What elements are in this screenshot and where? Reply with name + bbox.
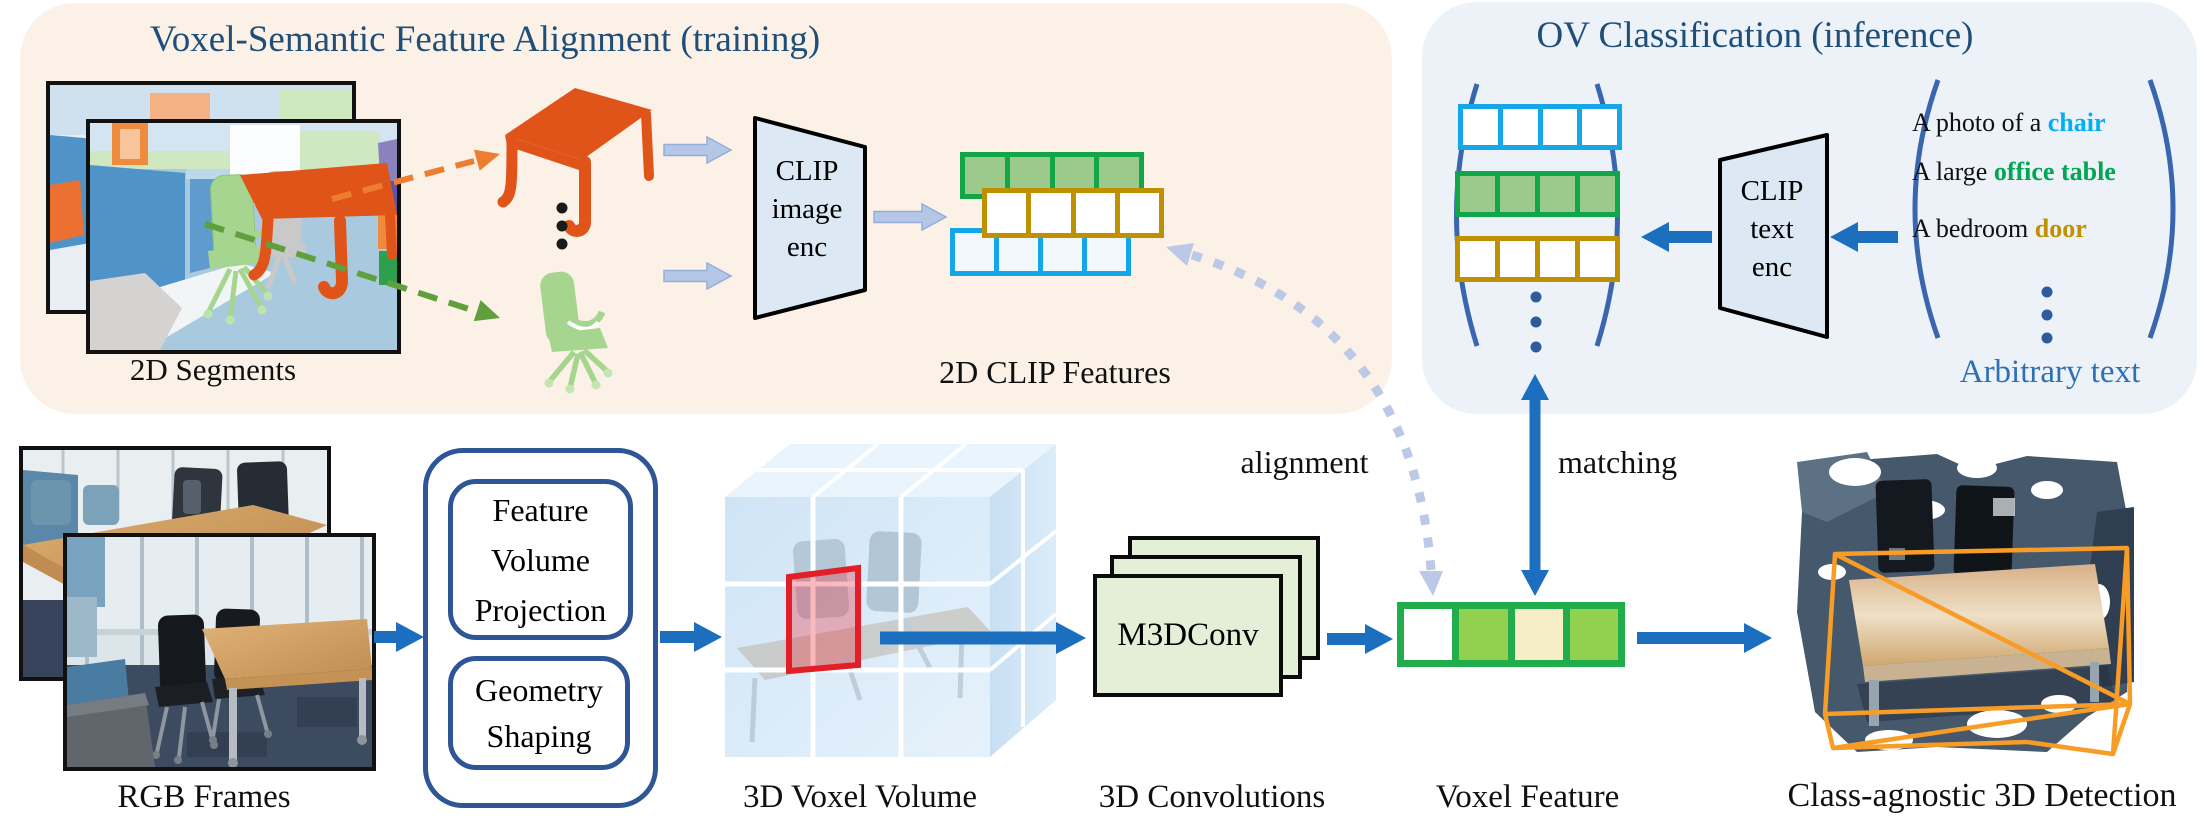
clip-feature-row-gold bbox=[982, 188, 1164, 238]
detection-caption: Class-agnostic 3D Detection bbox=[1787, 777, 2177, 814]
inference-title: OV Classification (inference) bbox=[1536, 15, 1974, 56]
detection-bbox bbox=[1822, 545, 2133, 757]
arbitrary-text-label: Arbitrary text bbox=[1959, 354, 2141, 390]
rgb-frames-caption: RGB Frames bbox=[117, 779, 291, 815]
convolutions-caption: 3D Convolutions bbox=[1098, 779, 1326, 815]
clip-text-encoder-shape bbox=[1718, 133, 1829, 339]
photo-chair-1 bbox=[152, 614, 218, 764]
clip-image-encoder-label: CLIP image enc bbox=[771, 155, 843, 263]
prompts-bracket-right bbox=[2147, 79, 2176, 339]
m3dconv-label: M3DConv bbox=[1117, 617, 1259, 653]
arrow-table-to-imageenc bbox=[663, 135, 733, 165]
arrow-textenc-to-stack bbox=[1641, 222, 1712, 252]
segment-to-crop-arrow-orange bbox=[331, 149, 500, 202]
matching-double-arrow bbox=[1521, 374, 1549, 596]
arrow-voxelfeature-to-detection bbox=[1637, 623, 1772, 653]
matching-label: matching bbox=[1558, 444, 1678, 480]
prompt-term-door: door bbox=[2034, 214, 2087, 243]
arrow-prompts-to-textenc bbox=[1830, 222, 1898, 252]
geometry-shaping-box: Geometry Shaping bbox=[448, 656, 630, 770]
feature-volume-projection-box: Feature Volume Projection bbox=[448, 479, 633, 640]
arrow-rgb-to-module bbox=[374, 622, 424, 652]
clip-features-caption: 2D CLIP Features bbox=[939, 354, 1171, 390]
prompt-office-table: A large office table bbox=[1912, 157, 2116, 186]
cropped-table-icon bbox=[497, 88, 654, 237]
ov-stack-ellipsis bbox=[1530, 291, 1542, 353]
alignment-dotted-arrow bbox=[1166, 243, 1443, 596]
clip-feature-row-cyan bbox=[950, 228, 1131, 276]
voxel-feature-row bbox=[1397, 602, 1625, 667]
arrow-module-to-volume bbox=[660, 622, 722, 652]
arrow-volume-to-conv bbox=[880, 622, 1086, 654]
prompt-term-chair: chair bbox=[2047, 108, 2106, 137]
voxel-volume-caption: 3D Voxel Volume bbox=[742, 779, 978, 815]
prompts-bracket-left bbox=[1912, 79, 1941, 339]
prompt-term-office-table: office table bbox=[1993, 157, 2116, 186]
clip-text-encoder-label: CLIP text enc bbox=[1740, 175, 1804, 283]
clip-image-encoder-shape bbox=[753, 116, 867, 320]
alignment-label: alignment bbox=[1240, 444, 1369, 480]
segments-caption: 2D Segments bbox=[129, 352, 297, 387]
prompt-door: A bedroom door bbox=[1912, 214, 2087, 243]
prompts-ellipsis bbox=[2041, 286, 2053, 344]
crops-ellipsis bbox=[556, 202, 568, 250]
arrow-chair-to-imageenc bbox=[663, 261, 733, 291]
photo-table bbox=[202, 619, 372, 767]
training-title: Voxel-Semantic Feature Alignment (traini… bbox=[149, 19, 821, 60]
ov-row-gold bbox=[1455, 236, 1620, 282]
segment-orange-table bbox=[240, 163, 397, 300]
segments-image-front bbox=[86, 119, 401, 354]
voxel-feature-caption: Voxel Feature bbox=[1435, 779, 1620, 815]
voxel-volume-cube bbox=[725, 442, 1058, 757]
detection-scene bbox=[1797, 452, 2134, 757]
rgb-photo-front bbox=[63, 533, 376, 771]
arrow-conv-to-voxelfeature bbox=[1327, 624, 1393, 654]
highlighted-red-voxel bbox=[786, 564, 861, 675]
segment-to-crop-arrow-green bbox=[204, 221, 500, 322]
m3dconv-box-front: M3DConv bbox=[1093, 574, 1283, 697]
cropped-chair-icon bbox=[540, 271, 613, 394]
arrow-imageenc-to-features bbox=[873, 202, 948, 232]
ov-row-green bbox=[1455, 171, 1620, 217]
ov-row-cyan bbox=[1458, 104, 1622, 150]
prompt-chair: A photo of a chair bbox=[1912, 108, 2106, 137]
